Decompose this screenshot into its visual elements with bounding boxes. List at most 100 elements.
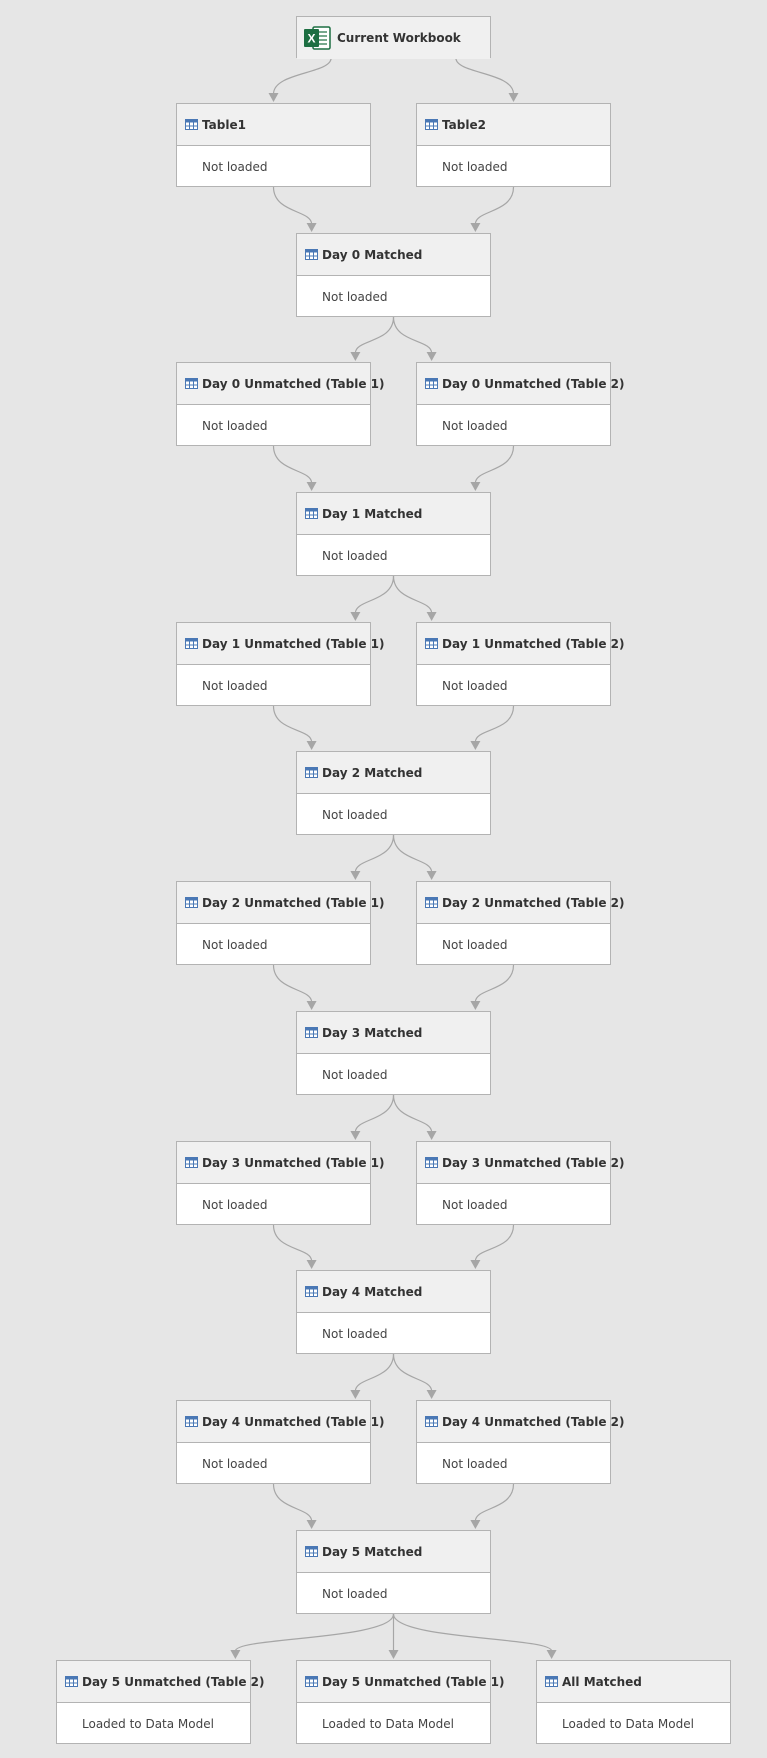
query-node-day5-unmatched-table2[interactable]: Day 5 Unmatched (Table 2) Loaded to Data…: [56, 1660, 264, 1744]
query-node-day5-unmatched-table1[interactable]: Day 5 Unmatched (Table 1) Loaded to Data…: [296, 1660, 504, 1744]
node-status: Not loaded: [202, 1457, 268, 1471]
query-node-table1[interactable]: Table1 Not loaded: [176, 103, 371, 187]
dependency-edge: [392, 1353, 433, 1392]
query-node-day1-matched[interactable]: Day 1 Matched Not loaded: [296, 492, 491, 576]
table-icon: [65, 1676, 78, 1687]
node-title: Day 3 Unmatched (Table 2): [442, 1156, 625, 1170]
node-header: Day 1 Matched: [297, 493, 490, 535]
node-status: Loaded to Data Model: [82, 1717, 214, 1731]
query-node-day2-matched[interactable]: Day 2 Matched Not loaded: [296, 751, 491, 835]
node-status: Not loaded: [442, 419, 508, 433]
node-header: Day 1 Unmatched (Table 2): [417, 623, 624, 665]
table-icon: [185, 1416, 198, 1427]
node-status: Not loaded: [442, 1198, 508, 1212]
query-node-day3-matched[interactable]: Day 3 Matched Not loaded: [296, 1011, 491, 1095]
dependency-edge: [455, 57, 515, 95]
dependency-edge: [392, 575, 433, 614]
node-header: Day 4 Unmatched (Table 2): [417, 1401, 624, 1443]
query-node-day5-matched[interactable]: Day 5 Matched Not loaded: [296, 1530, 491, 1614]
node-title: Day 5 Matched: [322, 1545, 423, 1559]
node-header: Day 3 Unmatched (Table 1): [177, 1142, 384, 1184]
query-node-day0-matched[interactable]: Day 0 Matched Not loaded: [296, 233, 491, 317]
table-icon: [185, 119, 198, 130]
node-status: Not loaded: [202, 938, 268, 952]
node-title: Day 1 Matched: [322, 507, 423, 521]
node-header: Day 4 Unmatched (Table 1): [177, 1401, 384, 1443]
node-title: All Matched: [562, 1675, 642, 1689]
arrowhead-icon: [306, 1520, 317, 1529]
arrowhead-icon: [350, 612, 361, 621]
node-header: Day 3 Matched: [297, 1012, 490, 1054]
arrowhead-icon: [470, 1001, 481, 1010]
arrowhead-icon: [508, 93, 519, 102]
arrowhead-icon: [306, 223, 317, 232]
arrowhead-icon: [470, 1520, 481, 1529]
arrowhead-icon: [350, 1131, 361, 1140]
node-title: Day 4 Matched: [322, 1285, 423, 1299]
table-icon: [185, 1157, 198, 1168]
node-status: Not loaded: [322, 549, 388, 563]
source-node-current-workbook[interactable]: X Current Workbook: [296, 16, 491, 59]
query-node-day3-unmatched-table2[interactable]: Day 3 Unmatched (Table 2) Not loaded: [416, 1141, 624, 1225]
table-icon: [425, 638, 438, 649]
dependency-edge: [354, 834, 395, 873]
table-icon: [425, 378, 438, 389]
arrowhead-icon: [306, 1260, 317, 1269]
query-node-day2-unmatched-table2[interactable]: Day 2 Unmatched (Table 2) Not loaded: [416, 881, 624, 965]
node-title: Day 2 Unmatched (Table 2): [442, 896, 625, 910]
node-title: Day 0 Unmatched (Table 1): [202, 377, 385, 391]
table-icon: [425, 119, 438, 130]
query-node-all-matched[interactable]: All Matched Loaded to Data Model: [536, 1660, 731, 1744]
node-header: Day 2 Matched: [297, 752, 490, 794]
arrowhead-icon: [306, 1001, 317, 1010]
node-status: Not loaded: [322, 1587, 388, 1601]
query-node-day4-unmatched-table2[interactable]: Day 4 Unmatched (Table 2) Not loaded: [416, 1400, 624, 1484]
node-header: Table2: [417, 104, 610, 146]
node-title: Day 5 Unmatched (Table 2): [82, 1675, 265, 1689]
dependency-edge: [474, 705, 515, 743]
arrowhead-icon: [470, 482, 481, 491]
query-node-day4-matched[interactable]: Day 4 Matched Not loaded: [296, 1270, 491, 1354]
dependency-edge: [392, 1613, 553, 1652]
dependency-edge: [354, 1094, 395, 1133]
node-status: Not loaded: [322, 808, 388, 822]
query-node-day1-unmatched-table2[interactable]: Day 1 Unmatched (Table 2) Not loaded: [416, 622, 624, 706]
query-node-day1-unmatched-table1[interactable]: Day 1 Unmatched (Table 1) Not loaded: [176, 622, 384, 706]
node-status: Not loaded: [202, 1198, 268, 1212]
node-status: Not loaded: [442, 1457, 508, 1471]
node-title: Day 2 Matched: [322, 766, 423, 780]
query-node-day0-unmatched-table2[interactable]: Day 0 Unmatched (Table 2) Not loaded: [416, 362, 624, 446]
dependency-edge: [354, 1353, 395, 1392]
table-icon: [425, 897, 438, 908]
query-node-day4-unmatched-table1[interactable]: Day 4 Unmatched (Table 1) Not loaded: [176, 1400, 384, 1484]
node-status: Not loaded: [202, 160, 268, 174]
dependency-edge: [474, 1224, 515, 1262]
svg-text:X: X: [307, 32, 315, 46]
node-title: Day 3 Unmatched (Table 1): [202, 1156, 385, 1170]
table-icon: [305, 1676, 318, 1687]
arrowhead-icon: [426, 612, 437, 621]
node-title: Day 1 Unmatched (Table 2): [442, 637, 625, 651]
dependency-edge: [272, 57, 332, 95]
node-status: Not loaded: [202, 419, 268, 433]
query-node-day0-unmatched-table1[interactable]: Day 0 Unmatched (Table 1) Not loaded: [176, 362, 384, 446]
node-header: Day 5 Unmatched (Table 1): [297, 1661, 504, 1703]
table-icon: [185, 378, 198, 389]
arrowhead-icon: [268, 93, 279, 102]
arrowhead-icon: [426, 352, 437, 361]
query-node-day3-unmatched-table1[interactable]: Day 3 Unmatched (Table 1) Not loaded: [176, 1141, 384, 1225]
dependency-edge: [474, 445, 515, 484]
query-node-table2[interactable]: Table2 Not loaded: [416, 103, 611, 187]
table-icon: [185, 897, 198, 908]
arrowhead-icon: [426, 871, 437, 880]
dependency-edge: [272, 1224, 313, 1262]
node-header: X Current Workbook: [297, 17, 490, 59]
node-status: Not loaded: [322, 1327, 388, 1341]
node-title: Day 0 Matched: [322, 248, 423, 262]
table-icon: [425, 1157, 438, 1168]
node-status: Loaded to Data Model: [322, 1717, 454, 1731]
query-node-day2-unmatched-table1[interactable]: Day 2 Unmatched (Table 1) Not loaded: [176, 881, 384, 965]
arrowhead-icon: [546, 1650, 557, 1659]
dependency-edge: [272, 1483, 313, 1522]
dependency-edge: [392, 316, 433, 354]
